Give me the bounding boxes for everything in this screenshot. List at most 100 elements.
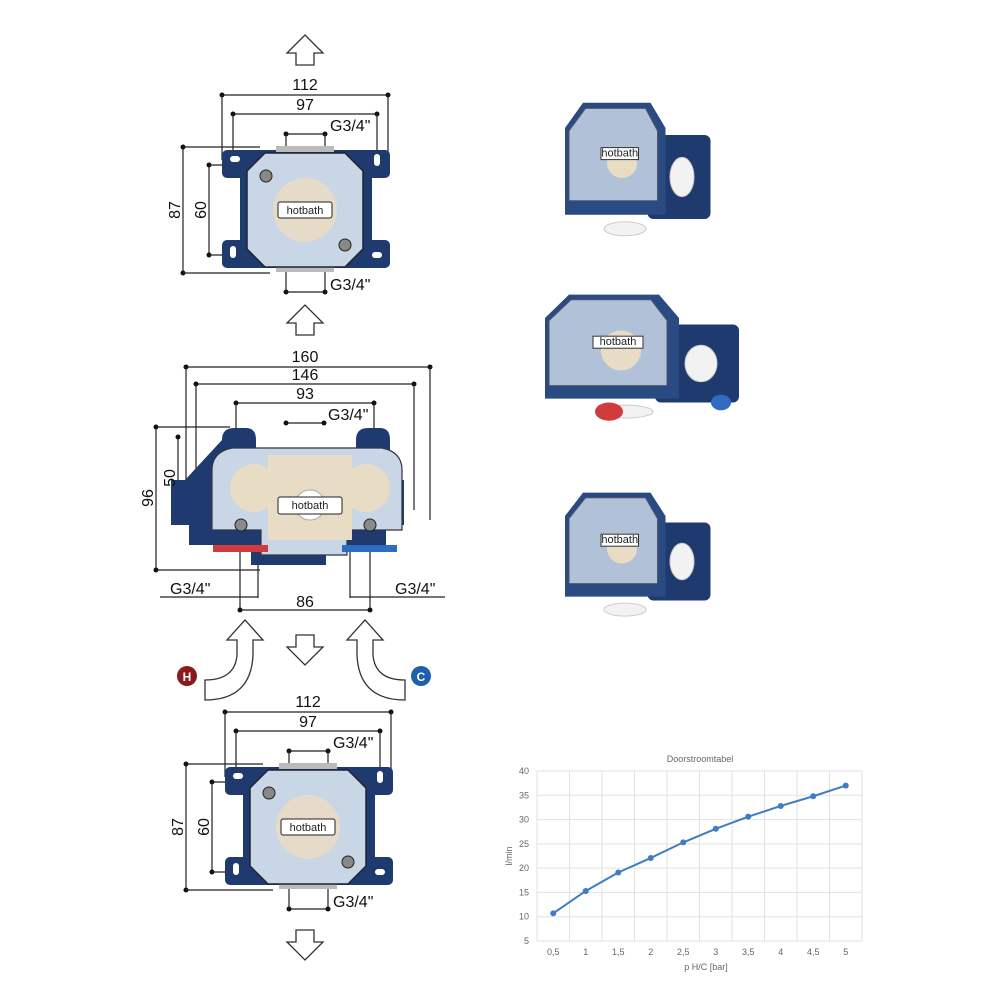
dim-width-outer: 160	[292, 349, 319, 366]
y-tick-label: 5	[524, 936, 529, 946]
dim-width-inner: 97	[299, 714, 317, 731]
slot-hole	[375, 869, 385, 875]
arrow-down-icon	[285, 634, 325, 666]
dim-thread-top: G3/4"	[333, 735, 373, 752]
slot-hole	[233, 773, 243, 779]
data-point	[842, 782, 849, 789]
x-tick-label: 3,5	[742, 947, 755, 957]
dim-inlet-spacing: 86	[296, 594, 314, 611]
outlet-top	[276, 146, 334, 152]
product-render-1: hotbath	[565, 102, 711, 237]
slot-hole	[377, 771, 383, 783]
outlet	[603, 221, 647, 237]
outlet-bottom	[276, 266, 334, 272]
brand-label: hotbath	[601, 148, 638, 160]
y-tick-label: 20	[519, 863, 529, 873]
screw-icon	[341, 855, 355, 869]
data-point	[550, 910, 557, 917]
brand-label: hotbath	[600, 336, 637, 348]
hot-badge: H	[177, 666, 197, 686]
outlet	[684, 344, 718, 383]
dim-height-outer: 87	[170, 818, 187, 836]
x-tick-label: 4	[778, 947, 783, 957]
data-point	[777, 802, 784, 809]
x-tick-label: 1,5	[612, 947, 625, 957]
svg-text:H: H	[183, 670, 192, 684]
chart-title: Doorstroomtabel	[667, 754, 734, 764]
dim-height-inner: 50	[162, 469, 179, 487]
x-tick-label: 2,5	[677, 947, 690, 957]
top-mount-diagram: hotbath 112 97 G3/4" G3/4" 87 60	[167, 77, 391, 295]
chart-ylabel: l/min	[504, 846, 514, 865]
data-point	[810, 793, 817, 800]
hot-inlet-arrow-icon	[204, 619, 265, 701]
svg-text:C: C	[417, 670, 426, 684]
slot-hole	[230, 156, 240, 162]
dim-thread-top: G3/4"	[328, 407, 368, 424]
dim-thread-left: G3/4"	[170, 581, 210, 598]
slot-hole	[230, 246, 236, 258]
dim-thread-top: G3/4"	[330, 118, 370, 135]
x-tick-label: 0,5	[547, 947, 560, 957]
outlet	[603, 602, 647, 617]
data-point	[712, 825, 719, 832]
dim-height-inner: 60	[196, 818, 213, 836]
dim-height-outer: 96	[140, 489, 157, 507]
cold-inlet	[342, 545, 397, 552]
cold-inlet-arrow-icon	[345, 619, 406, 701]
arrow-up-icon	[285, 34, 325, 66]
y-tick-label: 40	[519, 766, 529, 776]
data-point	[680, 839, 687, 846]
data-point	[615, 869, 622, 876]
slot-hole	[374, 154, 380, 166]
outlet	[669, 542, 695, 581]
outlet	[669, 156, 695, 198]
dim-width-mid: 146	[292, 367, 319, 384]
y-tick-label: 25	[519, 839, 529, 849]
product-render-2: hotbath	[545, 294, 739, 421]
x-tick-label: 4,5	[807, 947, 820, 957]
product-render-3: hotbath	[565, 492, 711, 617]
y-tick-label: 10	[519, 912, 529, 922]
cold-inlet	[711, 394, 731, 411]
y-tick-label: 30	[519, 815, 529, 825]
x-tick-label: 2	[648, 947, 653, 957]
dim-thread-bottom: G3/4"	[330, 277, 370, 294]
x-tick-label: 5	[843, 947, 848, 957]
slot-hole	[372, 252, 382, 258]
dim-height-inner: 60	[193, 201, 210, 219]
screw-icon	[262, 786, 276, 800]
outlet-bottom	[279, 883, 337, 889]
dim-thread-right: G3/4"	[395, 581, 435, 598]
data-point	[582, 887, 589, 894]
outlet-top	[279, 763, 337, 769]
brand-label: hotbath	[287, 205, 324, 217]
dim-width-inner: 93	[296, 386, 314, 403]
x-tick-label: 1	[583, 947, 588, 957]
brand-label: hotbath	[292, 500, 329, 512]
bottom-mount-diagram: hotbath 112 97 G3/4" G3/4" 87 60	[170, 694, 394, 912]
screw-icon	[338, 238, 352, 252]
dim-width-outer: 112	[292, 77, 318, 94]
brand-label: hotbath	[601, 534, 638, 546]
dim-thread-bottom: G3/4"	[333, 894, 373, 911]
brand-label: hotbath	[290, 822, 327, 834]
series-line	[552, 784, 847, 915]
arrow-down-icon	[285, 929, 325, 961]
y-tick-label: 35	[519, 790, 529, 800]
middle-mount-diagram: hotbath 160 146 93 G3/4" 96 50 G3/4" G3/…	[140, 349, 445, 613]
y-tick-label: 15	[519, 887, 529, 897]
cold-badge: C	[411, 666, 431, 686]
hot-inlet	[213, 545, 268, 552]
x-tick-label: 3	[713, 947, 718, 957]
flow-chart: Doorstroomtabel p H/C [bar] l/min 510152…	[504, 754, 863, 972]
dim-width-outer: 112	[295, 694, 321, 711]
dim-height-outer: 87	[167, 201, 184, 219]
dim-width-inner: 97	[296, 97, 314, 114]
slot-hole	[233, 863, 239, 875]
screw-icon	[259, 169, 273, 183]
arrow-up-icon	[285, 304, 325, 336]
hot-inlet	[595, 402, 623, 421]
chart-xlabel: p H/C [bar]	[684, 962, 728, 972]
